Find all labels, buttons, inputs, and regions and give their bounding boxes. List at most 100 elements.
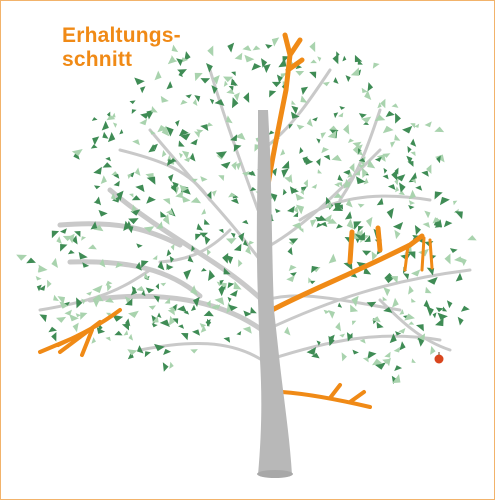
leaf bbox=[348, 304, 359, 314]
leaf bbox=[218, 228, 224, 233]
leaf bbox=[320, 222, 327, 228]
pruning-cuts bbox=[40, 35, 432, 407]
leaf bbox=[335, 223, 343, 231]
leaf bbox=[180, 148, 191, 159]
apple-stem bbox=[439, 352, 440, 355]
leaf bbox=[432, 312, 437, 318]
leaf bbox=[226, 296, 233, 303]
leaf bbox=[365, 81, 374, 91]
leaf bbox=[60, 226, 69, 235]
leaf bbox=[450, 246, 458, 253]
leaf bbox=[140, 86, 145, 93]
leaf bbox=[365, 217, 375, 228]
leaf bbox=[242, 92, 253, 104]
leaf bbox=[59, 300, 70, 309]
leaf bbox=[229, 231, 236, 238]
leaf bbox=[280, 149, 285, 156]
leaf bbox=[393, 219, 405, 232]
leaf bbox=[251, 45, 260, 54]
leaf bbox=[236, 330, 242, 337]
leaf bbox=[114, 179, 122, 188]
leaf bbox=[371, 316, 381, 324]
leaf bbox=[152, 322, 158, 327]
branch-5 bbox=[120, 150, 210, 200]
leaf bbox=[160, 281, 167, 287]
leaf bbox=[331, 154, 342, 164]
leaf bbox=[384, 350, 392, 359]
leaf bbox=[453, 209, 465, 220]
leaf bbox=[295, 193, 305, 201]
leaf bbox=[181, 195, 191, 203]
leaf bbox=[231, 198, 239, 204]
leaf bbox=[244, 55, 254, 63]
leaf bbox=[190, 196, 201, 206]
leaf bbox=[217, 173, 226, 181]
leaf bbox=[136, 243, 143, 248]
leaf bbox=[315, 137, 322, 144]
leaf bbox=[36, 276, 42, 281]
leaf bbox=[91, 337, 97, 344]
leaf bbox=[52, 295, 61, 303]
leaf bbox=[205, 319, 212, 328]
leaf bbox=[177, 152, 184, 159]
leaf bbox=[179, 99, 188, 108]
leaf bbox=[55, 236, 64, 245]
leaf bbox=[162, 197, 171, 205]
leaf bbox=[166, 81, 172, 89]
leaf bbox=[384, 110, 395, 120]
leaf bbox=[286, 174, 296, 184]
leaf bbox=[90, 144, 98, 151]
leaf bbox=[218, 286, 226, 296]
leaf bbox=[242, 220, 249, 226]
pruning-cut-3 bbox=[40, 310, 120, 355]
leaf bbox=[406, 285, 415, 295]
leaf bbox=[336, 174, 345, 183]
leaf bbox=[339, 105, 345, 110]
leaf bbox=[459, 305, 469, 315]
leaf bbox=[386, 208, 396, 220]
leaf bbox=[281, 168, 289, 178]
leaf bbox=[221, 159, 233, 171]
leaf bbox=[391, 228, 401, 239]
leaf bbox=[295, 68, 305, 77]
leaf bbox=[202, 310, 213, 320]
leaf bbox=[377, 197, 385, 206]
leaf bbox=[359, 111, 368, 118]
leaf bbox=[338, 111, 345, 118]
leaf bbox=[160, 96, 169, 104]
leaf bbox=[311, 182, 318, 189]
leaf bbox=[101, 121, 109, 131]
leaf bbox=[345, 211, 353, 221]
leaf bbox=[223, 336, 231, 343]
leaf bbox=[149, 303, 157, 311]
leaf bbox=[338, 351, 348, 361]
leaf bbox=[249, 62, 261, 74]
leaf bbox=[134, 168, 144, 178]
leaf bbox=[358, 202, 366, 209]
leaf bbox=[360, 339, 366, 344]
leaf bbox=[165, 249, 171, 257]
leaf bbox=[50, 332, 60, 343]
leaf bbox=[422, 222, 430, 228]
leaf bbox=[343, 74, 351, 82]
leaf bbox=[175, 120, 181, 127]
leaf bbox=[135, 184, 145, 192]
leaf bbox=[111, 112, 116, 118]
leaf bbox=[323, 154, 330, 160]
leaf bbox=[190, 346, 199, 354]
trunk-base bbox=[257, 470, 293, 478]
leaf bbox=[195, 223, 205, 232]
leaf bbox=[226, 234, 238, 245]
leaf bbox=[424, 287, 434, 296]
leaf bbox=[44, 279, 52, 288]
leaf bbox=[351, 320, 357, 326]
leaf bbox=[161, 348, 171, 358]
leaf bbox=[452, 200, 457, 206]
leaf bbox=[49, 229, 59, 240]
leaf bbox=[206, 45, 217, 57]
apple-icon bbox=[435, 355, 444, 364]
leaf bbox=[25, 257, 36, 267]
leaf bbox=[415, 185, 422, 190]
leaf bbox=[415, 322, 426, 331]
leaf bbox=[283, 327, 294, 338]
